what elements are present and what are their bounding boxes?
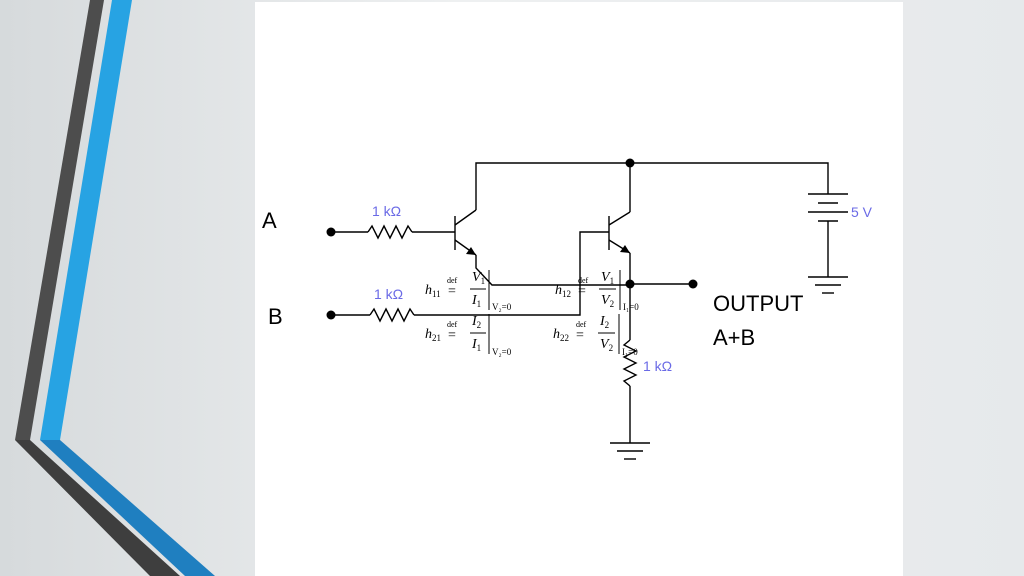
- svg-text:V1: V1: [601, 270, 614, 286]
- output-label: OUTPUT: [713, 291, 803, 316]
- equation-h22: h22 def = I2 V2 I₁=0: [553, 314, 638, 357]
- svg-text:V2: V2: [601, 293, 614, 309]
- svg-text:def: def: [447, 276, 458, 285]
- slide-panel: [255, 2, 903, 576]
- svg-text:h12: h12: [555, 283, 571, 299]
- dark-stripe-lower: [15, 440, 180, 576]
- resistor-b-symbol: [369, 307, 415, 323]
- svg-text:I2: I2: [599, 314, 609, 330]
- decorative-stripes: [15, 0, 215, 576]
- transistor-q1-icon: [454, 209, 477, 256]
- svg-text:=: =: [578, 284, 586, 299]
- svg-text:=: =: [448, 328, 456, 343]
- transistor-q2-icon: [608, 211, 631, 254]
- svg-text:I₁=0: I₁=0: [622, 347, 638, 357]
- input-b-label: B: [268, 304, 283, 329]
- svg-text:I1: I1: [471, 337, 481, 353]
- equation-h21: h21 def = I2 I1 V₂=0: [425, 314, 512, 357]
- blue-stripe-lower: [40, 440, 215, 576]
- svg-text:V1: V1: [472, 270, 485, 286]
- svg-text:I1: I1: [471, 293, 481, 309]
- output-terminal: [688, 279, 698, 289]
- battery-symbol: [808, 193, 848, 277]
- resistor-b-to-q2-wire: [414, 231, 609, 316]
- svg-text:h22: h22: [553, 327, 569, 343]
- equation-h12: h12 def = V1 V2 I₁=0: [555, 270, 639, 312]
- input-a-label: A: [262, 208, 277, 233]
- q1-emitter-wire: [475, 255, 630, 286]
- svg-text:I2: I2: [471, 314, 481, 330]
- equation-h11: h11 def = V1 I1 V₂=0: [425, 270, 512, 312]
- dark-stripe-upper: [15, 0, 104, 440]
- svg-text:=: =: [448, 284, 456, 299]
- svg-text:def: def: [576, 320, 587, 329]
- resistor-a-symbol: [367, 224, 413, 240]
- svg-text:def: def: [447, 320, 458, 329]
- svg-text:h21: h21: [425, 327, 441, 343]
- supply-voltage-label: 5 V: [851, 204, 873, 220]
- battery-ground-icon: [808, 276, 848, 294]
- svg-text:I₁=0: I₁=0: [623, 302, 639, 312]
- top-rail-wire: [475, 162, 829, 210]
- resistor-b-value: 1 kΩ: [374, 286, 403, 302]
- svg-text:V₂=0: V₂=0: [492, 302, 512, 312]
- resistor-out-symbol: [622, 339, 638, 387]
- svg-text:=: =: [576, 328, 584, 343]
- svg-text:V₂=0: V₂=0: [492, 347, 512, 357]
- svg-text:def: def: [578, 276, 589, 285]
- svg-text:V2: V2: [600, 337, 613, 353]
- resistor-a-value: 1 kΩ: [372, 203, 401, 219]
- output-ground-icon: [610, 442, 650, 460]
- resistor-out-value: 1 kΩ: [643, 358, 672, 374]
- svg-text:h11: h11: [425, 283, 441, 299]
- output-expression: A+B: [713, 325, 755, 350]
- blue-stripe-upper: [40, 0, 132, 440]
